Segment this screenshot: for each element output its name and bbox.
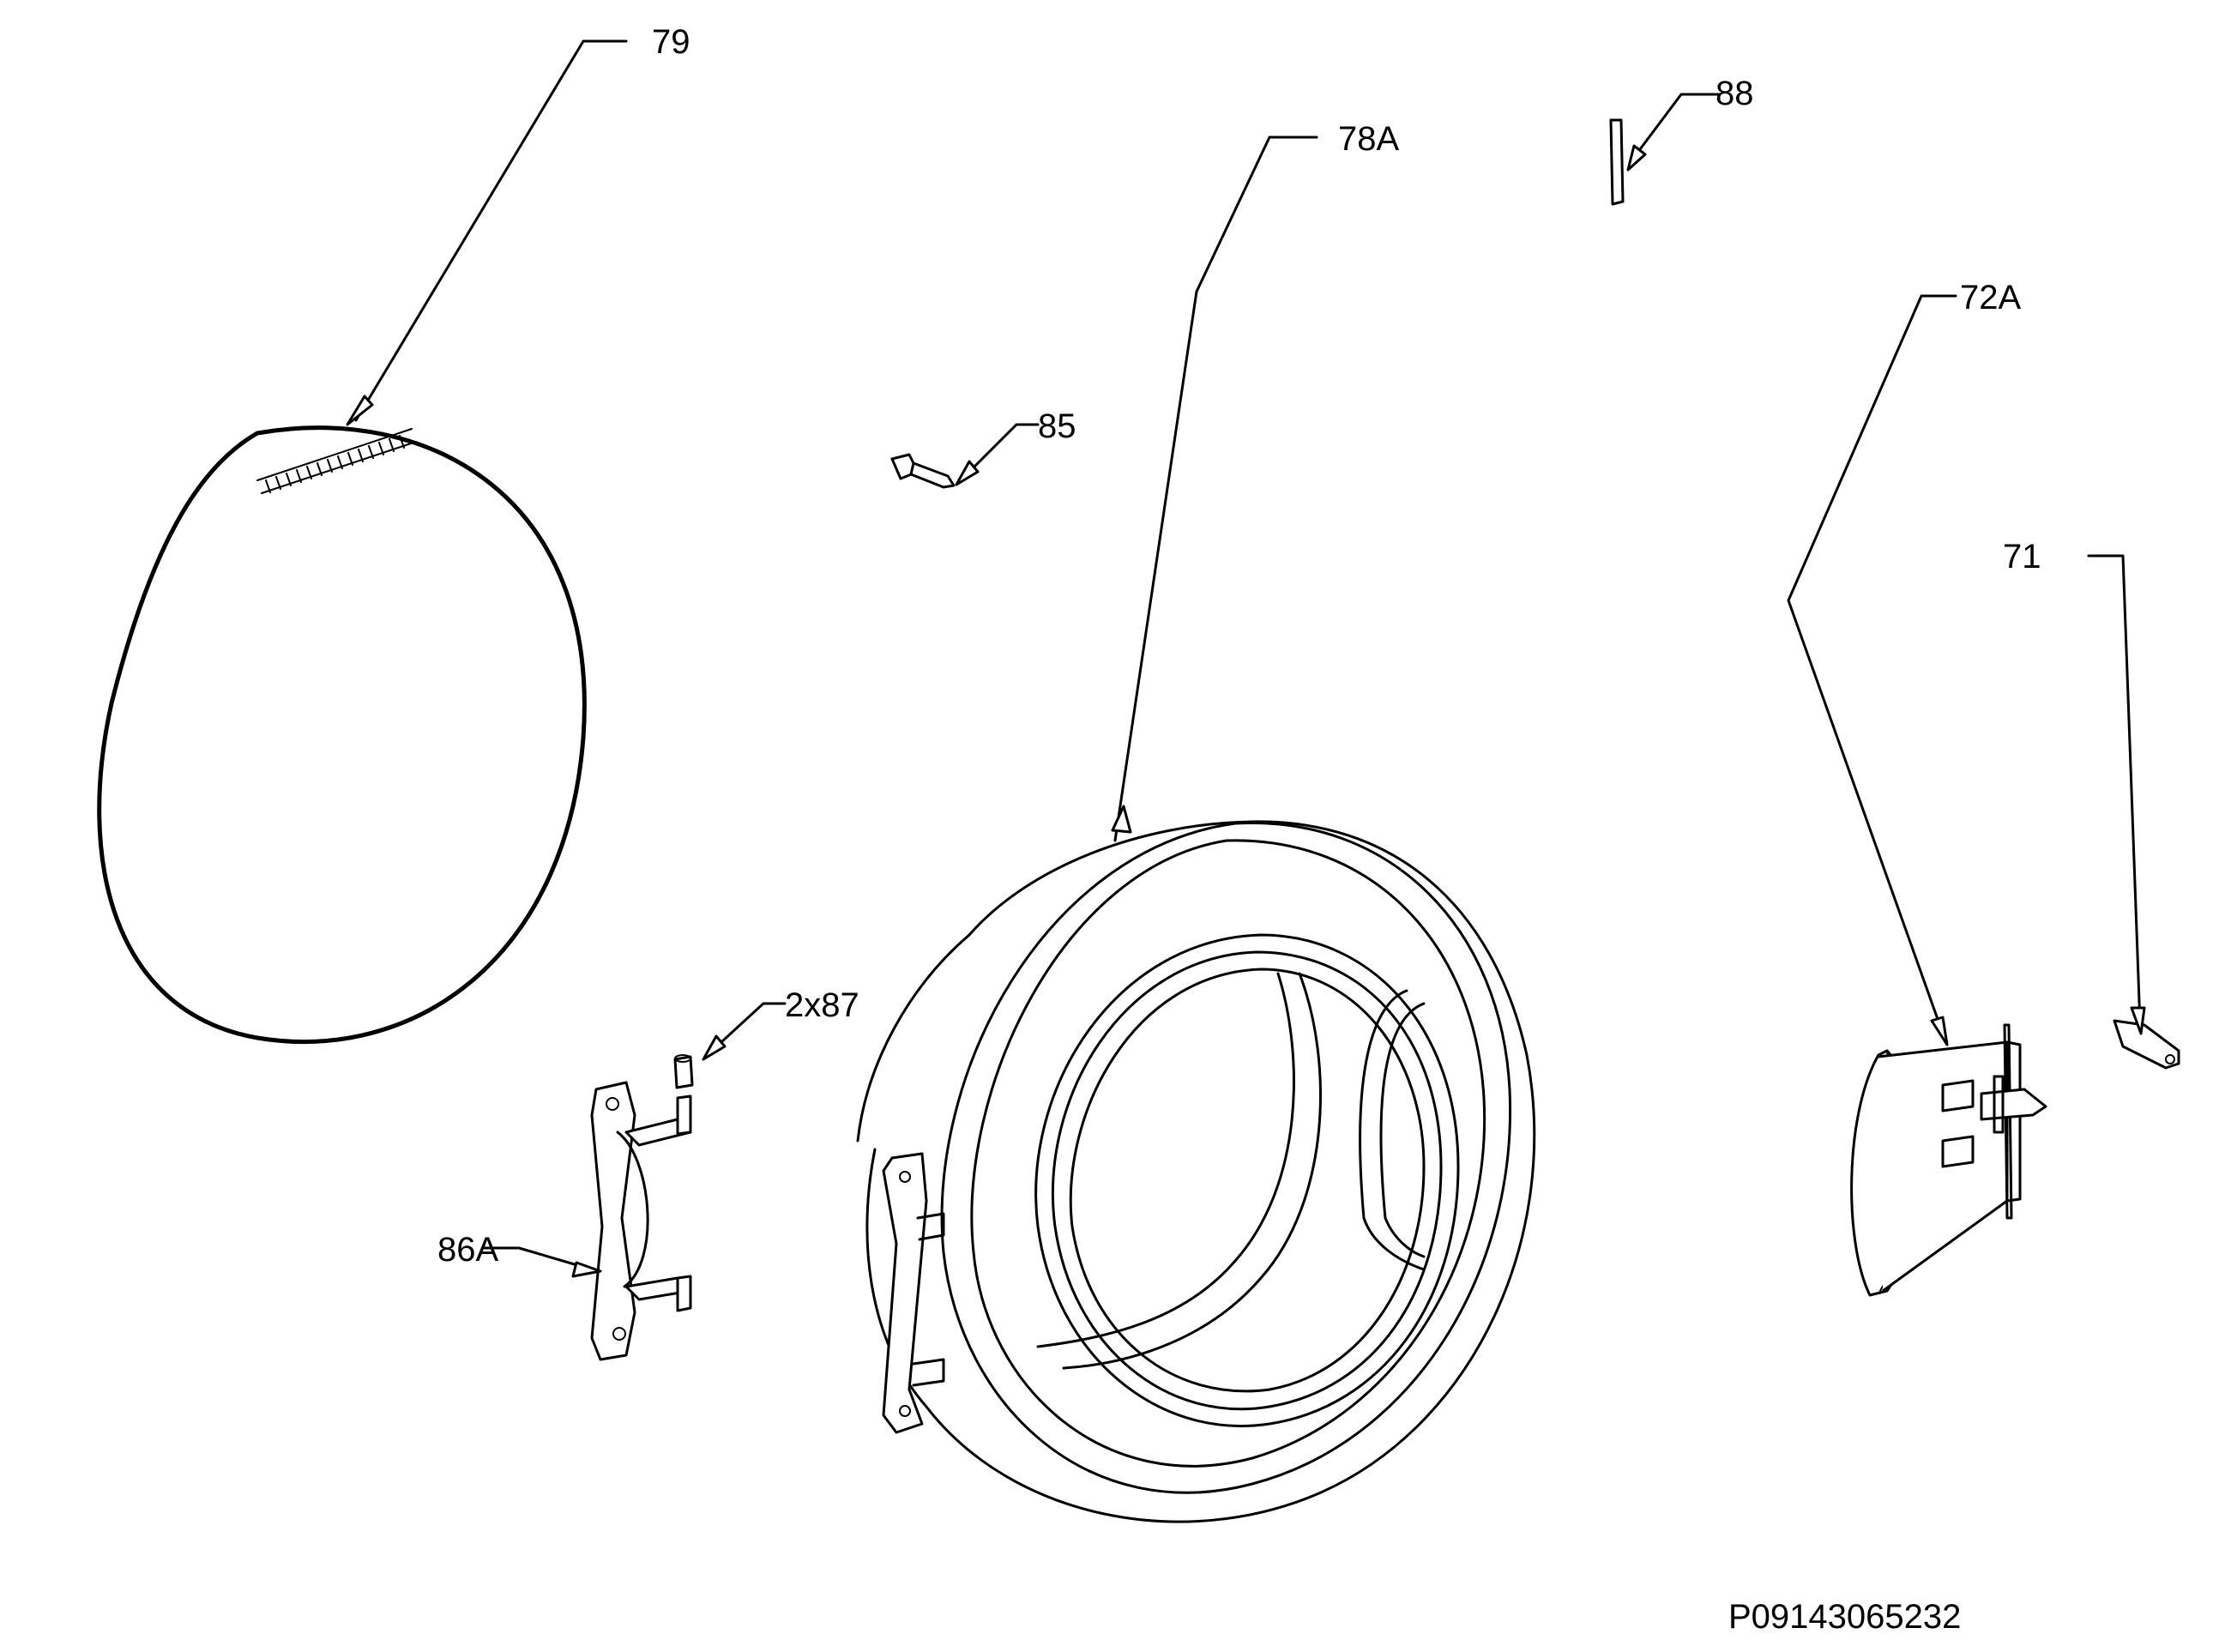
leader-71	[2087, 554, 2146, 1035]
part-78a-door-frame	[856, 820, 1536, 1523]
label-2x87: 2x87	[785, 986, 859, 1024]
part-71-catch	[2113, 1019, 2180, 1070]
part-86a-hinge	[590, 1081, 692, 1361]
drawing-code: P09143065232	[1728, 1598, 1961, 1636]
leader-79	[346, 39, 628, 426]
part-87-bushing	[673, 1054, 694, 1089]
part-88-pin	[1609, 118, 1625, 206]
label-85: 85	[1038, 407, 1076, 445]
spring-coil	[256, 428, 417, 494]
leader-72a	[1787, 294, 1957, 1046]
label-78a: 78A	[1338, 120, 1399, 158]
label-71: 71	[2003, 538, 2041, 576]
leader-87	[702, 1002, 787, 1061]
leader-78a	[1111, 136, 1318, 842]
part-79-seal-wire	[97, 425, 587, 1044]
label-86a: 86A	[437, 1231, 498, 1269]
label-79: 79	[652, 23, 690, 61]
part-72a-handle-assembly	[1850, 1023, 2047, 1297]
leader-86a	[483, 1246, 602, 1278]
leader-85	[955, 423, 1040, 486]
part-85-screw	[890, 453, 956, 489]
label-72a: 72A	[1960, 279, 2021, 317]
label-88: 88	[1716, 75, 1754, 112]
leader-88	[1626, 93, 1722, 172]
